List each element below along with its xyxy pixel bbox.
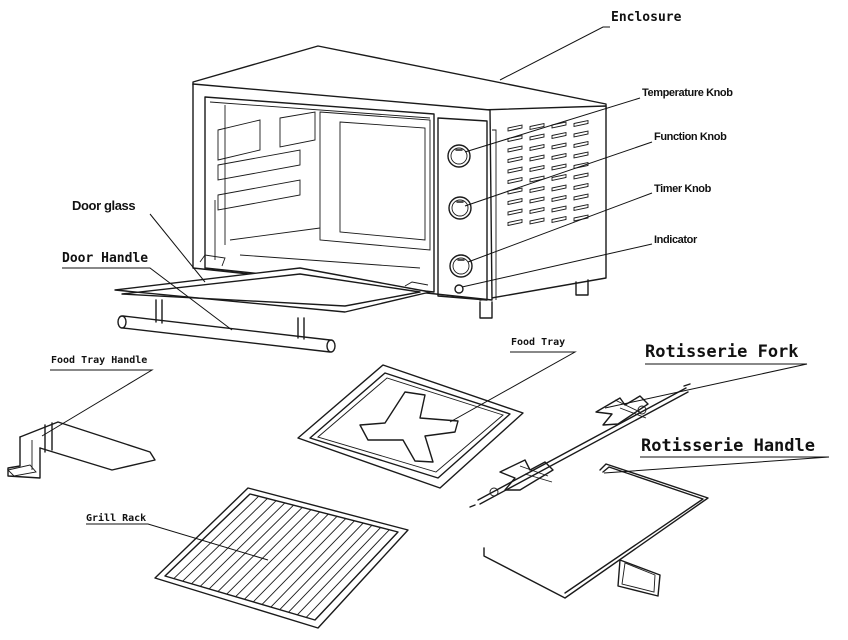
vent-slot: [573, 203, 589, 212]
grill-bar: [314, 531, 399, 621]
grill-bar: [270, 520, 355, 608]
vent-slot: [507, 208, 523, 216]
vent-slot: [573, 151, 589, 159]
label-door-glass: Door glass: [72, 198, 136, 213]
vent-slot: [529, 143, 545, 152]
grill-bar: [279, 522, 364, 610]
door: [114, 254, 431, 313]
vent-slot: [507, 155, 523, 164]
grill-bar: [217, 507, 303, 592]
vent-slot: [529, 185, 545, 194]
grill-rack-bars: [164, 493, 399, 621]
grill-bar: [208, 504, 294, 590]
door-handle: [117, 299, 336, 353]
label-function-knob: Function Knob: [654, 131, 727, 143]
vent-slot: [507, 176, 523, 185]
grill-bar: [297, 527, 381, 616]
vent-slot: [573, 140, 589, 149]
vent-slot: [573, 130, 589, 138]
rotisserie-fork: [469, 383, 691, 508]
grill-bar: [252, 516, 338, 603]
vent-slot: [529, 164, 545, 173]
vent-slot: [529, 154, 545, 162]
label-indicator: Indicator: [654, 234, 697, 246]
vent-slot: [573, 161, 589, 170]
vent-slot: [507, 218, 523, 227]
vent-slot: [551, 131, 567, 140]
indicator-light: [454, 284, 464, 294]
vent-slot: [529, 122, 545, 131]
vent-slot: [551, 215, 567, 224]
leader-lines: [41, 26, 830, 561]
vent-slot: [529, 196, 545, 204]
grill-bar: [226, 509, 312, 595]
food-tray-handle: [7, 421, 156, 479]
vent-slot: [573, 182, 589, 191]
label-timer-knob: Timer Knob: [654, 183, 711, 195]
grill-bar: [182, 498, 268, 582]
rotisserie-handle: [483, 463, 709, 599]
label-door-handle: Door Handle: [62, 251, 149, 266]
grill-bar: [235, 511, 320, 598]
grill-bar: [199, 502, 286, 587]
grill-rack: [154, 487, 409, 629]
grill-bar: [288, 524, 373, 613]
label-food-tray-handle: Food Tray Handle: [51, 355, 148, 366]
vent-slot: [507, 187, 523, 195]
label-rotisserie-fork: Rotisserie Fork: [645, 342, 799, 362]
vent-slot: [507, 166, 523, 174]
grill-bar: [173, 495, 260, 579]
grill-bar: [261, 518, 347, 605]
vent-slot: [573, 119, 589, 128]
label-temperature-knob: Temperature Knob: [642, 87, 733, 99]
vent-slot: [573, 214, 589, 222]
grill-bar: [164, 493, 251, 577]
oven-body: [192, 45, 607, 319]
vent-slot: [529, 206, 545, 215]
vent-slot: [507, 134, 523, 143]
vent-slot: [551, 152, 567, 161]
grill-bar: [191, 500, 277, 585]
timer-knob: [449, 254, 473, 278]
vent-slot: [551, 121, 567, 129]
vent-slot: [551, 184, 567, 192]
vent-slot: [507, 124, 523, 132]
vent-slot: [529, 217, 545, 225]
vent-slot: [529, 133, 545, 141]
vent-slot: [551, 194, 567, 203]
vent-slot: [551, 163, 567, 171]
label-grill-rack: Grill Rack: [86, 513, 147, 524]
grill-bar: [244, 513, 329, 600]
label-food-tray: Food Tray: [511, 337, 566, 348]
food-tray: [297, 364, 524, 489]
vent-slot: [551, 205, 567, 213]
vent-slot: [507, 197, 523, 206]
vent-slot: [573, 172, 589, 180]
vent-slot: [573, 193, 589, 201]
vent-slot: [507, 145, 523, 153]
vent-slot: [551, 173, 567, 182]
label-enclosure: Enclosure: [611, 10, 682, 25]
label-rotisserie-handle: Rotisserie Handle: [641, 436, 815, 456]
grill-bar: [305, 529, 390, 618]
function-knob: [448, 196, 472, 220]
vent-slot: [551, 142, 567, 150]
temperature-knob: [447, 144, 471, 168]
